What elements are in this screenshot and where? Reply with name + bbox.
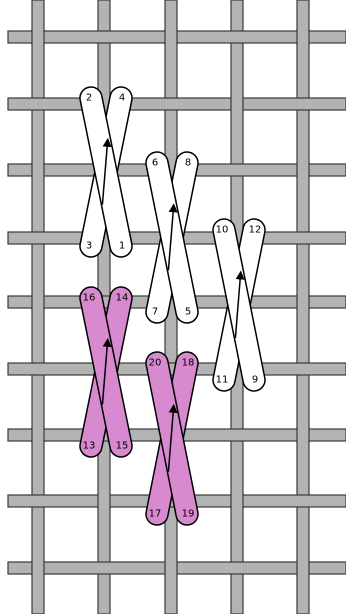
thread-crossing: [297, 162, 309, 178]
stitch-point-number: 3: [86, 241, 92, 252]
stitch-point-number: 13: [83, 441, 96, 452]
stitch-point-number: 11: [216, 375, 229, 386]
stitch-point-number: 2: [86, 93, 92, 104]
thread-crossing: [297, 560, 309, 576]
stitch-point-number: 19: [182, 509, 195, 520]
thread-crossing: [297, 294, 309, 310]
horizontal-thread: [8, 98, 346, 110]
thread-crossing: [165, 29, 177, 45]
stitch-point-number: 18: [182, 358, 195, 369]
stitch-point-number: 6: [152, 158, 158, 169]
stitch-point-number: 17: [149, 509, 162, 520]
stitch-point-number: 16: [83, 293, 96, 304]
thread-crossing: [98, 493, 110, 509]
stitch-point-number: 20: [149, 358, 162, 369]
thread-crossing: [231, 493, 243, 509]
thread-crossing: [231, 96, 243, 112]
stitch-point-number: 9: [252, 375, 258, 386]
thread-crossing: [32, 294, 44, 310]
thread-crossing: [32, 162, 44, 178]
thread-crossing: [32, 29, 44, 45]
thread-crossing: [297, 29, 309, 45]
stitch-point-number: 10: [216, 225, 229, 236]
stitch-point-number: 1: [119, 241, 125, 252]
stitch-point-number: 5: [185, 307, 191, 318]
stitch-point-number: 15: [116, 441, 129, 452]
stitch-point-number: 4: [119, 93, 125, 104]
thread-crossing: [165, 560, 177, 576]
thread-crossing: [297, 427, 309, 443]
stitch-point-number: 8: [185, 158, 191, 169]
thread-crossing: [32, 427, 44, 443]
stitch-point-number: 12: [249, 225, 262, 236]
stitch-point-number: 14: [116, 293, 129, 304]
stitch-point-number: 7: [152, 307, 158, 318]
thread-crossing: [32, 560, 44, 576]
